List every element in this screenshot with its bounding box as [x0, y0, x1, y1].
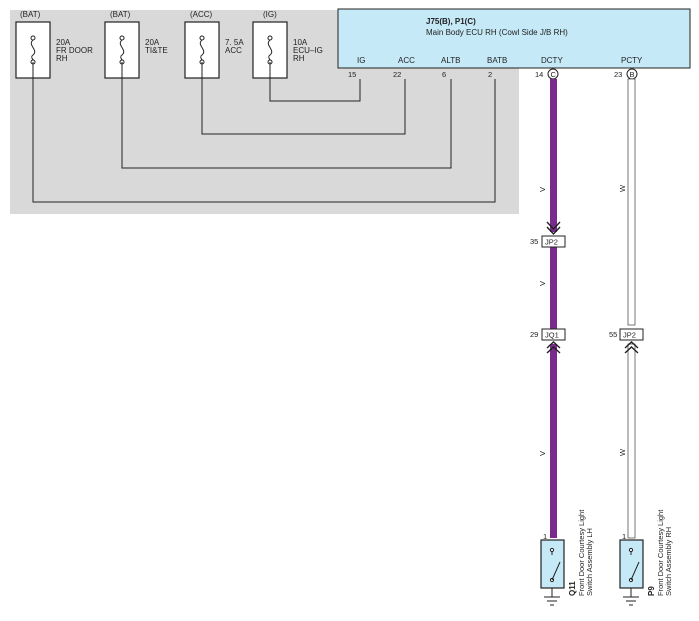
fuse-4-line-3: RH [293, 54, 305, 63]
wire-v-segment-3 [550, 344, 557, 538]
chevron-down-icon [546, 221, 561, 236]
switch-lh-line-1: Front Door Courtesy Light [577, 509, 586, 596]
fuse-3-line-2: ACC [225, 46, 242, 55]
terminal-pcty-label: PCTY [621, 56, 643, 65]
terminal-altb-label: ALTB [441, 56, 460, 65]
junction-jp2-left-pin: 35 [530, 237, 538, 246]
fuse-4-source: (IG) [263, 10, 277, 19]
switch-lh-pin: 1 [543, 532, 547, 541]
fuse-1-line-1: 20A [56, 38, 71, 47]
switch-lh-line-2: Switch Assembly LH [585, 528, 594, 596]
ecu-title: J75(B), P1(C) [426, 17, 476, 26]
junction-jp2-left[interactable] [541, 235, 566, 248]
chevron-up-icon [546, 341, 561, 354]
switch-rh-icon [630, 552, 640, 581]
wire-v-label-1: V [538, 187, 547, 192]
pin-acc: 22 [393, 70, 401, 79]
fuse-4-line-2: ECU–IG [293, 46, 323, 55]
wire-batb [32, 62, 496, 203]
fuse-1-source: (BAT) [20, 10, 41, 19]
terminal-acc-label: ACC [398, 56, 415, 65]
chevron-up-icon [624, 341, 639, 354]
ground-rh-icon [623, 588, 639, 606]
wire-w-segment-2 [627, 343, 636, 539]
ecu-box[interactable] [337, 8, 691, 69]
switch-lh-code: Q11 [568, 581, 577, 596]
fuse-3-source: (ACC) [190, 10, 213, 19]
wire-acc [201, 62, 406, 135]
terminal-batb-label: BATB [487, 56, 507, 65]
wire-ig [269, 62, 361, 102]
pin-ig: 15 [348, 70, 356, 79]
junction-jp2-right-label: JP2 [623, 331, 636, 340]
switch-rh-line-2: Switch Assembly RH [664, 527, 673, 596]
switch-rh-code: P9 [647, 586, 656, 596]
wire-w-label-1: W [618, 184, 627, 192]
junction-jq1[interactable] [541, 328, 566, 341]
junction-jq1-pin: 29 [530, 330, 538, 339]
fuse-3-icon [199, 39, 205, 61]
fuse-4-box[interactable] [252, 21, 288, 79]
pin-altb: 6 [442, 70, 446, 79]
junction-jq1-label: JQ1 [545, 331, 559, 340]
fuse-2-line-1: 20A [145, 38, 160, 47]
switch-rh-pin: 1 [622, 532, 626, 541]
switch-lh-icon [551, 552, 561, 581]
pin-dcty: 14 [535, 70, 543, 79]
junction-jp2-left-label: JP2 [545, 238, 558, 247]
fuse-2-line-2: TI&TE [145, 46, 168, 55]
fuse-3-line-1: 7. 5A [225, 38, 244, 47]
terminal-dcty-label: DCTY [541, 56, 563, 65]
connector-c-letter: C [551, 70, 557, 79]
wire-v-label-3: V [538, 451, 547, 456]
wire-v-label-2: V [538, 281, 547, 286]
fuse-1-line-2: FR DOOR [56, 46, 93, 55]
wire-w-segment-1 [627, 78, 636, 326]
junction-jp2-right[interactable] [619, 328, 644, 341]
fuse-2-icon [119, 39, 125, 61]
fuse-1-icon [30, 39, 36, 61]
ecu-subtitle: Main Body ECU RH (Cowl Side J/B RH) [426, 28, 568, 37]
wire-altb [121, 62, 452, 169]
terminal-ig-label: IG [357, 56, 365, 65]
connector-b-letter: B [630, 70, 635, 79]
ground-lh-icon [544, 588, 560, 606]
fuse-4-icon [267, 39, 273, 61]
fuse-2-source: (BAT) [110, 10, 131, 19]
pin-batb: 2 [488, 70, 492, 79]
junction-jp2-right-pin: 55 [609, 330, 617, 339]
pin-pcty: 23 [614, 70, 622, 79]
wire-v-segment-1 [550, 79, 557, 232]
wire-w-label-2: W [618, 448, 627, 456]
fuse-1-line-3: RH [56, 54, 68, 63]
switch-rh-line-1: Front Door Courtesy Light [656, 509, 665, 596]
wire-v-segment-2 [550, 246, 557, 330]
fuse-4-line-1: 10A [293, 38, 308, 47]
